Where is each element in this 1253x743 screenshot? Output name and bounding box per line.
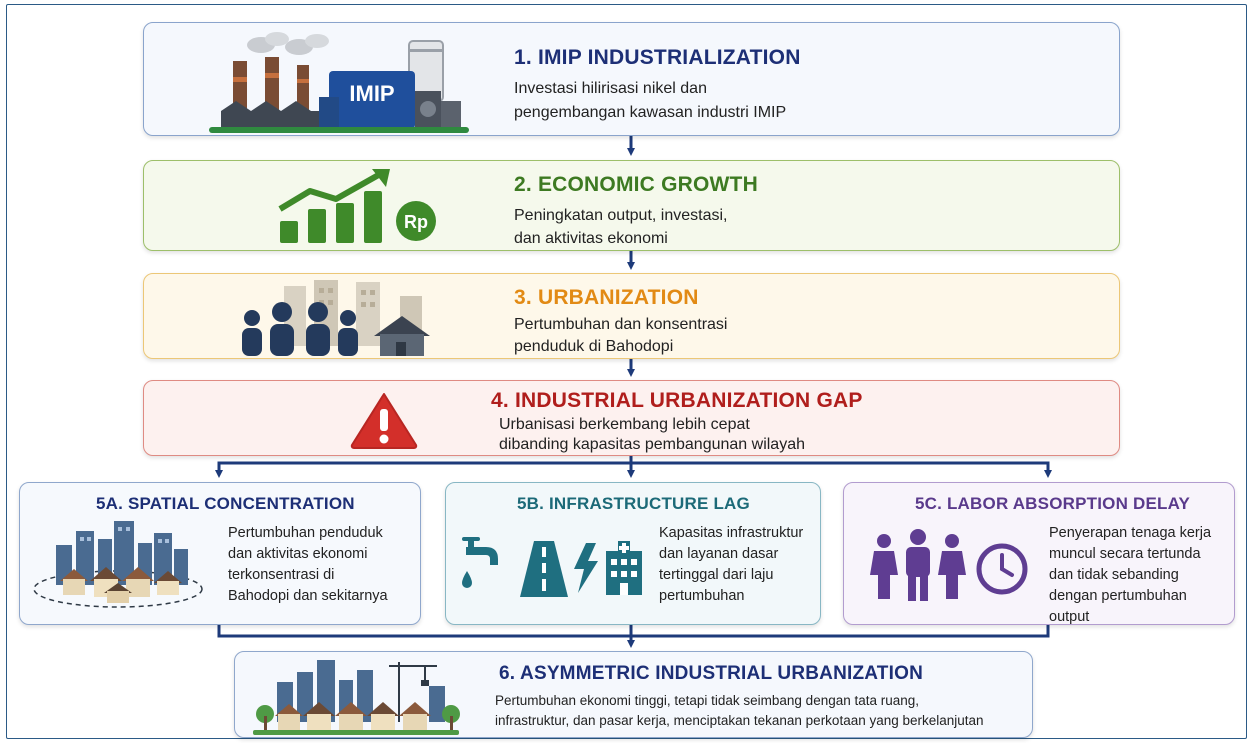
step-1-desc-line: Investasi hilirisasi nikel dan <box>514 80 707 97</box>
step-5b-desc-line: Kapasitas infrastruktur <box>659 525 804 541</box>
workers-clock-icon <box>870 529 1028 601</box>
growth-chart-icon: Rp <box>278 169 436 243</box>
step-2-title: 2. ECONOMIC GROWTH <box>514 173 758 196</box>
factory-icon: IMIP <box>209 32 469 133</box>
step-4-box: 4. INDUSTRIAL URBANIZATION GAP Urbanisas… <box>143 380 1120 456</box>
step-2-desc-line: Peningkatan output, investasi, <box>514 207 728 224</box>
step-3-desc: Pertumbuhan dan konsentrasi penduduk di … <box>514 314 727 358</box>
step-5c-title: 5C. LABOR ABSORPTION DELAY <box>915 494 1191 513</box>
step-5b-desc-line: tertinggal dari laju <box>659 567 774 583</box>
svg-text:IMIP: IMIP <box>349 81 394 106</box>
step-4-desc-line: dibanding kapasitas pembangunan wilayah <box>499 436 805 453</box>
step-5c-desc-line: output <box>1049 609 1090 625</box>
step-5c-desc-line: dengan pertumbuhan <box>1049 588 1187 604</box>
water-tap-icon <box>462 537 498 588</box>
step-4-desc: Urbanisasi berkembang lebih cepat diband… <box>499 415 805 455</box>
hospital-icon <box>606 541 642 595</box>
industrial-city-icon <box>253 660 460 735</box>
diagram-frame <box>6 4 1247 739</box>
branch-line <box>217 461 1050 474</box>
merge-line <box>217 625 1050 638</box>
step-5a-desc-line: Bahodopi dan sekitarnya <box>228 588 388 604</box>
step-5a-desc-line: dan aktivitas ekonomi <box>228 546 368 562</box>
step-6-desc: Pertumbuhan ekonomi tinggi, tetapi tidak… <box>495 691 984 731</box>
step-1-box: IMIP 1. IMIP INDUSTRIALIZATION Investasi… <box>143 22 1120 136</box>
step-5c-box: 5C. LABOR ABSORPTION DELAY Penyerapan te… <box>843 482 1235 625</box>
step-5b-desc-line: dan layanan dasar <box>659 546 779 562</box>
step-5c-desc-line: Penyerapan tenaga kerja <box>1049 525 1212 541</box>
step-1-title: 1. IMIP INDUSTRIALIZATION <box>514 46 801 69</box>
step-6-desc-line: Pertumbuhan ekonomi tinggi, tetapi tidak… <box>495 693 920 708</box>
step-5a-box: 5A. SPATIAL CONCENTRATION Pertumbuhan pe… <box>19 482 421 625</box>
step-2-desc-line: dan aktivitas ekonomi <box>514 230 668 247</box>
infrastructure-icons <box>462 537 642 597</box>
people-city-icon <box>242 280 430 356</box>
step-5b-desc-line: pertumbuhan <box>659 588 745 604</box>
road-icon <box>520 541 568 597</box>
step-5a-desc-line: terkonsentrasi di <box>228 567 335 583</box>
step-6-title: 6. ASYMMETRIC INDUSTRIAL URBANIZATION <box>499 663 923 684</box>
lightning-icon <box>574 543 598 593</box>
step-5c-desc-line: dan tidak sebanding <box>1049 567 1179 583</box>
step-5a-desc-line: Pertumbuhan penduduk <box>228 525 383 541</box>
step-2-desc: Peningkatan output, investasi, dan aktiv… <box>514 204 727 250</box>
step-3-title: 3. URBANIZATION <box>514 286 699 309</box>
step-6-box: 6. ASYMMETRIC INDUSTRIAL URBANIZATION Pe… <box>234 651 1033 738</box>
step-5c-desc: Penyerapan tenaga kerja muncul secara te… <box>1049 523 1211 628</box>
step-5a-desc: Pertumbuhan penduduk dan aktivitas ekono… <box>228 523 388 607</box>
step-2-box: Rp 2. ECONOMIC GROWTH Peningkatan output… <box>143 160 1120 251</box>
step-5b-box: 5B. INFRASTRUCTURE LAG Kapa <box>445 482 821 625</box>
step-3-box: 3. URBANIZATION Pertumbuhan dan konsentr… <box>143 273 1120 359</box>
step-5c-desc-line: muncul secara tertunda <box>1049 546 1201 562</box>
step-5b-desc: Kapasitas infrastruktur dan layanan dasa… <box>659 523 803 607</box>
step-5b-title: 5B. INFRASTRUCTURE LAG <box>517 494 750 513</box>
step-1-desc: Investasi hilirisasi nikel dan pengemban… <box>514 77 786 125</box>
step-3-desc-line: penduduk di Bahodopi <box>514 338 674 355</box>
step-3-desc-line: Pertumbuhan dan konsentrasi <box>514 316 728 333</box>
step-4-desc-line: Urbanisasi berkembang lebih cepat <box>499 416 750 433</box>
warning-icon <box>350 393 418 449</box>
step-4-title: 4. INDUSTRIAL URBANIZATION GAP <box>491 389 863 412</box>
svg-text:Rp: Rp <box>404 212 428 232</box>
step-6-desc-line: infrastruktur, dan pasar kerja, mencipta… <box>495 713 984 728</box>
step-5a-title: 5A. SPATIAL CONCENTRATION <box>96 494 355 513</box>
step-1-desc-line: pengembangan kawasan industri IMIP <box>514 104 787 121</box>
dense-city-icon <box>33 521 203 608</box>
